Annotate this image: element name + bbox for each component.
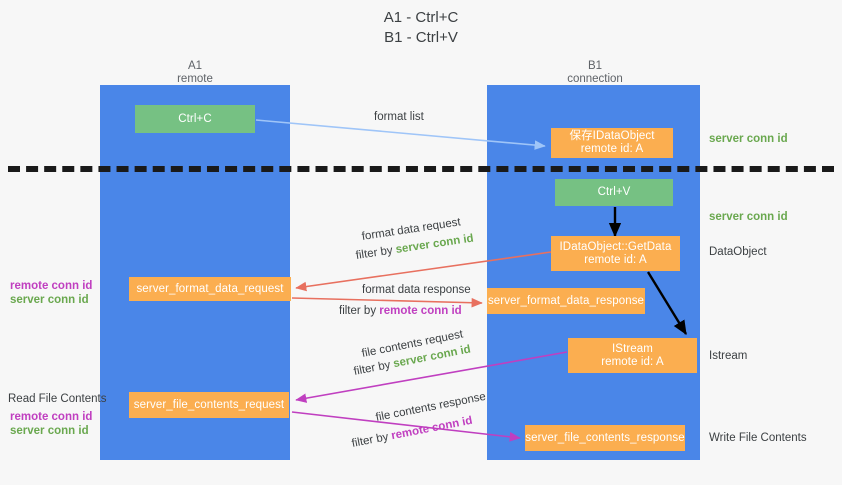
annotation-remote-conn-id-1: remote conn id <box>10 280 93 292</box>
annotation-server-conn-id-mid: server conn id <box>709 211 788 223</box>
edge-label-file-contents-response-filter: filter by remote conn id <box>351 414 474 452</box>
node-getdata-line2: remote id: A <box>584 253 647 266</box>
node-idataobject-getdata[interactable]: IDataObject::GetData remote id: A <box>551 236 680 271</box>
annotation-dataobject: DataObject <box>709 246 767 258</box>
column-header-b1: B1 connection <box>520 60 670 86</box>
node-server-file-contents-request-label: server_file_contents_request <box>133 398 285 411</box>
node-server-file-contents-response[interactable]: server_file_contents_response <box>525 425 685 451</box>
node-ctrl-v[interactable]: Ctrl+V <box>555 179 673 206</box>
node-server-format-data-request[interactable]: server_format_data_request <box>129 277 291 301</box>
filter-prefix: filter by <box>355 244 397 262</box>
annotation-read-file-contents: Read File Contents <box>8 393 107 405</box>
title-line-1: A1 - Ctrl+C <box>383 9 459 26</box>
filter-prefix: filter by <box>352 358 395 378</box>
annotation-server-conn-id-top: server conn id <box>709 133 788 145</box>
node-ctrl-c[interactable]: Ctrl+C <box>135 105 255 133</box>
title-line-2: B1 - Ctrl+V <box>384 29 458 46</box>
edge-label-format-data-response: format data response <box>362 284 471 296</box>
node-server-format-data-response[interactable]: server_format_data_response <box>487 288 645 314</box>
annotation-server-conn-id-1: server conn id <box>10 294 89 306</box>
node-server-file-contents-request[interactable]: server_file_contents_request <box>129 392 289 418</box>
node-ctrl-v-label: Ctrl+V <box>597 186 631 198</box>
filter-prefix: filter by <box>339 305 380 317</box>
node-server-format-data-request-label: server_format_data_request <box>136 282 284 295</box>
node-getdata-line1: IDataObject::GetData <box>559 240 672 253</box>
filter-prefix: filter by <box>350 430 393 450</box>
column-b1-sub: connection <box>567 73 623 85</box>
node-istream-line2: remote id: A <box>601 355 664 368</box>
phase-separator-dashed-line <box>8 166 834 172</box>
node-server-file-contents-response-label: server_file_contents_response <box>525 431 685 444</box>
annotation-istream: Istream <box>709 350 748 362</box>
column-b1-name: B1 <box>587 60 603 72</box>
node-server-format-data-response-label: server_format_data_response <box>487 294 645 307</box>
edge-label-format-list: format list <box>374 111 424 123</box>
column-a1-sub: remote <box>177 73 213 85</box>
column-header-a1: A1 remote <box>120 60 270 86</box>
annotation-server-conn-id-2: server conn id <box>10 425 89 437</box>
node-ctrl-c-label: Ctrl+C <box>178 112 212 125</box>
node-istream-line1: IStream <box>612 342 653 355</box>
node-save-idataobject-line1: 保存IDataObject <box>569 130 655 142</box>
annotation-write-file-contents: Write File Contents <box>709 432 807 444</box>
node-save-idataobject-line2: remote id: A <box>580 143 644 155</box>
arrow-format-data-response <box>291 297 483 308</box>
node-istream[interactable]: IStream remote id: A <box>568 338 697 373</box>
annotation-remote-conn-id-2: remote conn id <box>10 411 93 423</box>
edge-label-format-data-response-filter: filter by remote conn id <box>339 304 462 319</box>
node-save-idataobject[interactable]: 保存IDataObject remote id: A <box>551 128 673 158</box>
filter-key-remote-conn-id: remote conn id <box>379 305 462 317</box>
column-a1-name: A1 <box>187 60 203 72</box>
diagram-title: A1 - Ctrl+C B1 - Ctrl+V <box>0 8 842 48</box>
